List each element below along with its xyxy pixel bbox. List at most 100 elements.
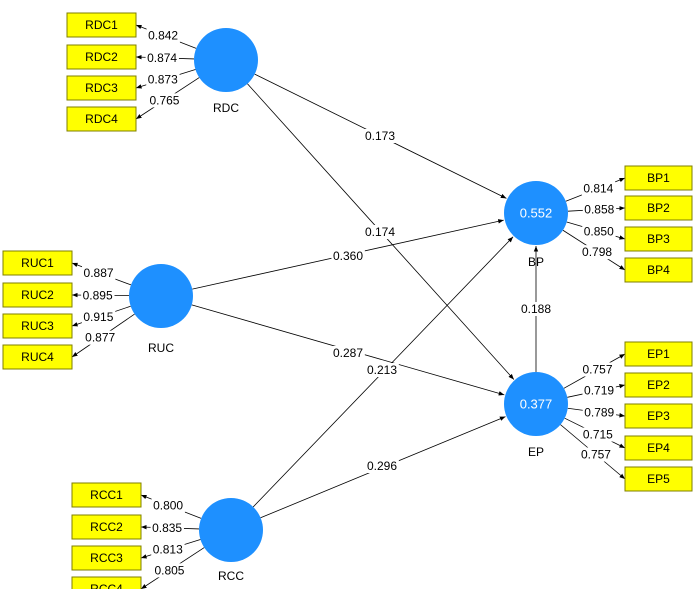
loading-label-bp1-text: 0.814 [583, 181, 613, 195]
indicator-ep2[interactable]: EP2 [624, 372, 693, 398]
path-coef-rdc-ep-text: 0.174 [365, 225, 395, 239]
path-coef-ruc-ep: 0.287 [331, 346, 365, 360]
loading-label-rcc4-text: 0.805 [154, 563, 184, 577]
construct-circle [199, 498, 263, 562]
construct-name: EP [528, 445, 544, 459]
indicator-label: RCC4 [90, 582, 123, 589]
indicator-rdc3[interactable]: RDC3 [66, 75, 137, 101]
indicator-rdc1[interactable]: RDC1 [66, 12, 137, 38]
path-coef-ep-bp: 0.188 [519, 302, 553, 316]
indicator-label: RDC1 [85, 18, 118, 32]
indicator-bp2[interactable]: BP2 [624, 195, 693, 221]
indicator-box [2, 250, 73, 276]
indicator-ruc1[interactable]: RUC1 [2, 250, 73, 276]
indicator-label: RUC3 [21, 319, 54, 333]
loading-label-rcc1: 0.800 [151, 498, 185, 513]
path-coef-rcc-ep-text: 0.296 [367, 459, 397, 473]
loading-label-bp3: 0.850 [582, 224, 616, 239]
indicator-rdc2[interactable]: RDC2 [66, 44, 137, 70]
construct-ruc[interactable]: RUC [129, 264, 193, 355]
indicator-box [624, 341, 693, 367]
construct-circle [504, 372, 568, 436]
indicator-box [66, 44, 137, 70]
indicator-box [66, 75, 137, 101]
indicator-label: BP4 [647, 263, 670, 277]
indicator-bp4[interactable]: BP4 [624, 257, 693, 283]
loading-label-ruc2-text: 0.895 [83, 288, 113, 302]
construct-rdc[interactable]: RDC [194, 28, 258, 115]
path-coef-ep-bp-text: 0.188 [521, 302, 551, 316]
construct-name: RUC [148, 341, 174, 355]
indicator-label: RUC2 [21, 288, 54, 302]
indicator-box [624, 226, 693, 252]
indicator-label: RUC4 [21, 350, 54, 364]
indicator-rcc2[interactable]: RCC2 [71, 514, 142, 540]
path-coef-rcc-ep: 0.296 [365, 459, 399, 473]
indicator-ruc2[interactable]: RUC2 [2, 282, 73, 308]
loading-label-ep2-text: 0.719 [584, 384, 614, 398]
loading-label-ruc1: 0.887 [82, 265, 116, 280]
loading-label-ep3: 0.789 [582, 405, 617, 420]
loading-label-rcc3: 0.813 [151, 542, 185, 557]
loading-label-ep3-text: 0.789 [584, 406, 614, 420]
path-coef-rcc-bp-text: 0.213 [367, 363, 397, 377]
indicator-ep4[interactable]: EP4 [624, 435, 693, 461]
indicator-box [2, 344, 73, 370]
indicator-box [624, 165, 693, 191]
loading-label-rcc2-text: 0.835 [152, 521, 182, 535]
indicator-bp3[interactable]: BP3 [624, 226, 693, 252]
loading-label-rdc3: 0.873 [146, 72, 180, 87]
loading-label-bp4-text: 0.798 [582, 245, 612, 259]
path-coef-rcc-bp: 0.213 [365, 363, 399, 377]
loading-label-rdc4-text: 0.765 [149, 93, 179, 107]
indicator-label: BP1 [647, 171, 670, 185]
indicator-ruc4[interactable]: RUC4 [2, 344, 73, 370]
indicator-label: RDC4 [85, 112, 118, 126]
loading-label-rcc2: 0.835 [150, 520, 184, 535]
indicator-ep5[interactable]: EP5 [624, 466, 693, 492]
loading-label-ruc4-text: 0.877 [85, 331, 115, 345]
indicator-rcc4[interactable]: RCC4 [71, 576, 142, 589]
indicator-label: RCC3 [90, 551, 123, 565]
indicator-box [624, 195, 693, 221]
indicator-label: RDC2 [85, 50, 118, 64]
construct-r-squared: 0.377 [520, 397, 553, 412]
coefficients-layer: 0.8420.8740.8730.7650.8870.8950.9150.877… [81, 28, 617, 578]
construct-name: RDC [213, 101, 239, 115]
nodes-layer: RDC1RDC2RDC3RDC4RUC1RUC2RUC3RUC4RCC1RCC2… [2, 12, 693, 589]
path-coef-rdc-bp: 0.173 [363, 129, 397, 143]
indicator-box [71, 482, 142, 508]
indicator-ep1[interactable]: EP1 [624, 341, 693, 367]
indicator-rcc1[interactable]: RCC1 [71, 482, 142, 508]
indicator-label: RCC1 [90, 488, 123, 502]
indicator-ep3[interactable]: EP3 [624, 403, 693, 429]
loading-label-ruc3: 0.915 [81, 310, 116, 325]
loading-label-ep2: 0.719 [582, 383, 616, 398]
indicator-box [624, 466, 693, 492]
loading-label-ep1: 0.757 [580, 362, 615, 377]
loading-label-rdc2-text: 0.874 [147, 51, 177, 65]
indicator-label: EP3 [647, 409, 670, 423]
indicator-box [624, 372, 693, 398]
indicator-box [624, 435, 693, 461]
indicator-box [2, 313, 73, 339]
loading-label-rcc1-text: 0.800 [153, 499, 183, 513]
indicator-box [624, 403, 693, 429]
indicator-rcc3[interactable]: RCC3 [71, 545, 142, 571]
construct-rcc[interactable]: RCC [199, 498, 263, 583]
indicator-label: RCC2 [90, 520, 123, 534]
construct-name: BP [528, 255, 544, 269]
loading-label-rdc4: 0.765 [147, 93, 182, 108]
loading-label-bp1: 0.814 [581, 181, 616, 196]
indicator-rdc4[interactable]: RDC4 [66, 106, 137, 132]
indicator-ruc3[interactable]: RUC3 [2, 313, 73, 339]
loading-label-ep5: 0.757 [579, 447, 613, 462]
path-coef-ruc-bp-text: 0.360 [333, 249, 363, 263]
loading-label-bp2: 0.858 [582, 202, 617, 217]
indicator-box [624, 257, 693, 283]
indicator-bp1[interactable]: BP1 [624, 165, 693, 191]
loading-label-ruc2: 0.895 [81, 288, 115, 303]
